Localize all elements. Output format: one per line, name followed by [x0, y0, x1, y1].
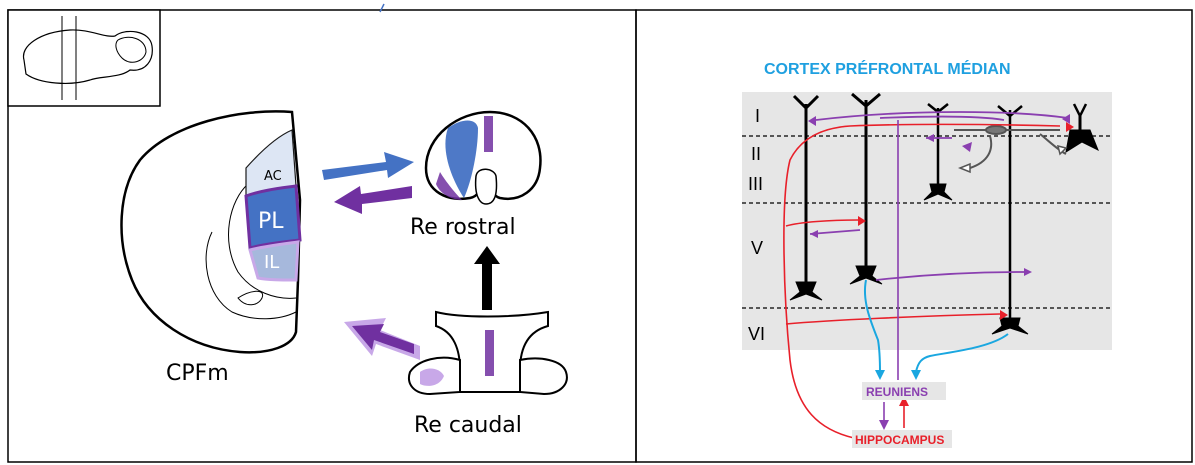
- re-caudal-section: [408, 310, 568, 396]
- cortex-background: [742, 92, 1112, 350]
- interneuron: [954, 125, 1068, 174]
- layer-label-ii: II: [751, 144, 761, 164]
- re-caudal-label: Re caudal: [414, 413, 522, 438]
- purple-arrow-from-caudal: [344, 318, 420, 360]
- layer-label-i: I: [755, 106, 760, 126]
- ac-label: AC: [264, 169, 282, 184]
- purple-synapses: [808, 114, 1070, 276]
- il-label: IL: [264, 252, 279, 273]
- cpfm-label: CPFm: [166, 361, 229, 386]
- cyan-arrowheads: [875, 370, 921, 380]
- blue-arrow-to-rostral: [322, 152, 414, 180]
- purple-intracortical-connections: [809, 111, 1069, 281]
- sagittal-brain-outline: [22, 29, 153, 84]
- pyramidal-neuron-1: [789, 94, 823, 301]
- layer-label-vi: VI: [748, 324, 765, 344]
- purple-arrow-to-cpfm: [334, 186, 412, 214]
- red-projections: [783, 123, 1061, 439]
- pyramidal-neuron-4: [991, 105, 1029, 335]
- ventricle-contour: [237, 290, 264, 306]
- purple-descending-line: [883, 120, 899, 422]
- reuniens-box: [862, 382, 946, 400]
- il-region: [248, 240, 300, 282]
- purple-arrowhead-to-hippocampus: [879, 420, 889, 430]
- sagittal-inset-box: [7, 9, 161, 107]
- internal-contour: [205, 231, 297, 320]
- re-rostral-label: Re rostral: [410, 215, 516, 240]
- pyramidal-neuron-2: [849, 92, 883, 285]
- reuniens-label: REUNIENS: [866, 385, 928, 399]
- layer-label-iii: III: [748, 174, 763, 194]
- red-synapses: [858, 122, 1074, 406]
- pl-label: PL: [258, 209, 284, 234]
- pl-region: [244, 184, 302, 250]
- re-rostral-section: [424, 110, 542, 205]
- corpus-callosum-contour: [228, 183, 297, 299]
- layer-label-v: V: [751, 238, 763, 258]
- hippocampus-label: HIPPOCAMPUS: [855, 433, 944, 447]
- sagittal-cerebellum: [115, 36, 147, 63]
- right-panel-frame: [635, 9, 1193, 463]
- black-up-arrow: [474, 246, 500, 310]
- top-blue-mark: [379, 3, 385, 13]
- cyan-projections: [864, 279, 1009, 373]
- right-title: CORTEX PRÉFRONTAL MÉDIAN: [764, 59, 1011, 78]
- layer-ii-neuron: [1065, 103, 1099, 154]
- hippocampus-box: [852, 430, 952, 448]
